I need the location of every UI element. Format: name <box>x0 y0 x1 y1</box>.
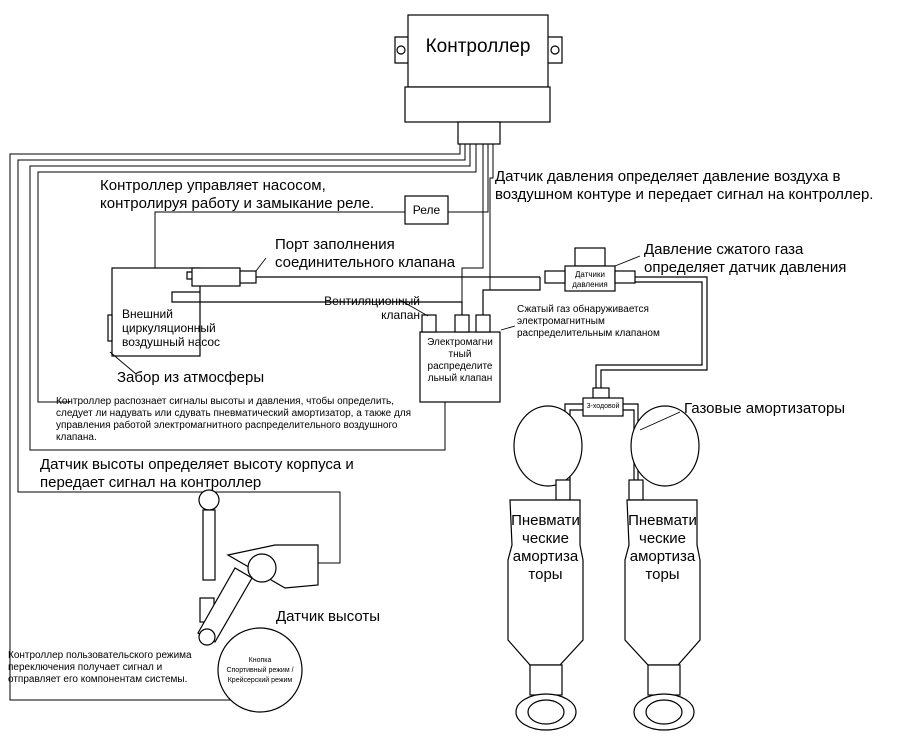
pressure-sensor-description: Датчик давления определяет давление возд… <box>495 168 874 203</box>
relay-wire <box>154 211 405 268</box>
controller-logic-description: Контроллер распознает сигналы высоты и д… <box>56 396 412 443</box>
solenoid-valve-body <box>419 277 541 403</box>
fill-port-label: Порт заполнения соединительного клапана <box>275 236 456 271</box>
height-sensor-label: Датчик высоты <box>276 608 381 625</box>
gas-shocks-label: Газовые амортизаторы <box>684 400 846 417</box>
mode-button-circle[interactable] <box>217 627 303 713</box>
compressed-gas-pressure-label: Давление сжатого газа определяет датчик … <box>644 241 847 276</box>
pressure-sensor-box-label: Датчики давления <box>572 270 608 289</box>
shock-left-label: Пневмати ческие амортиза торы <box>511 512 580 583</box>
control-wires <box>9 144 494 701</box>
air-intake-label: Забор из атмосферы <box>117 369 265 386</box>
air-shock-right <box>624 405 701 731</box>
pump-label: Внешний циркуляционный воздушный насос <box>122 307 221 349</box>
three-way-valve-label: 3-ходовой <box>586 403 620 410</box>
air-shock-left <box>507 405 584 731</box>
air-pump <box>107 267 540 357</box>
height-sensor <box>197 489 319 646</box>
gas-detected-label: Сжатый газ обнаруживается электромагнитн… <box>517 304 660 339</box>
controller-unit <box>394 14 563 145</box>
mode-controller-description: Контроллер пользовательского режима пере… <box>8 650 192 685</box>
height-sensor-description: Датчик высоты определяет высоту корпуса … <box>40 456 354 491</box>
controller-label: Контроллер <box>425 36 531 57</box>
pump-control-description: Контроллер управляет насосом, контролиру… <box>100 177 375 212</box>
pressure-sensor-unit <box>544 247 708 388</box>
mode-button-label[interactable]: Кнопка Спортивный режим / Крейсерский ре… <box>226 657 294 684</box>
shock-right-label: Пневмати ческие амортиза торы <box>628 512 697 583</box>
relay-box <box>404 195 449 225</box>
vent-valve-label: Вентиляционный клапан <box>324 294 420 322</box>
leader-lines <box>109 255 681 431</box>
relay-label: Реле <box>412 203 441 217</box>
solenoid-valve-label: Электромагни тный распределите льный кла… <box>427 337 493 384</box>
